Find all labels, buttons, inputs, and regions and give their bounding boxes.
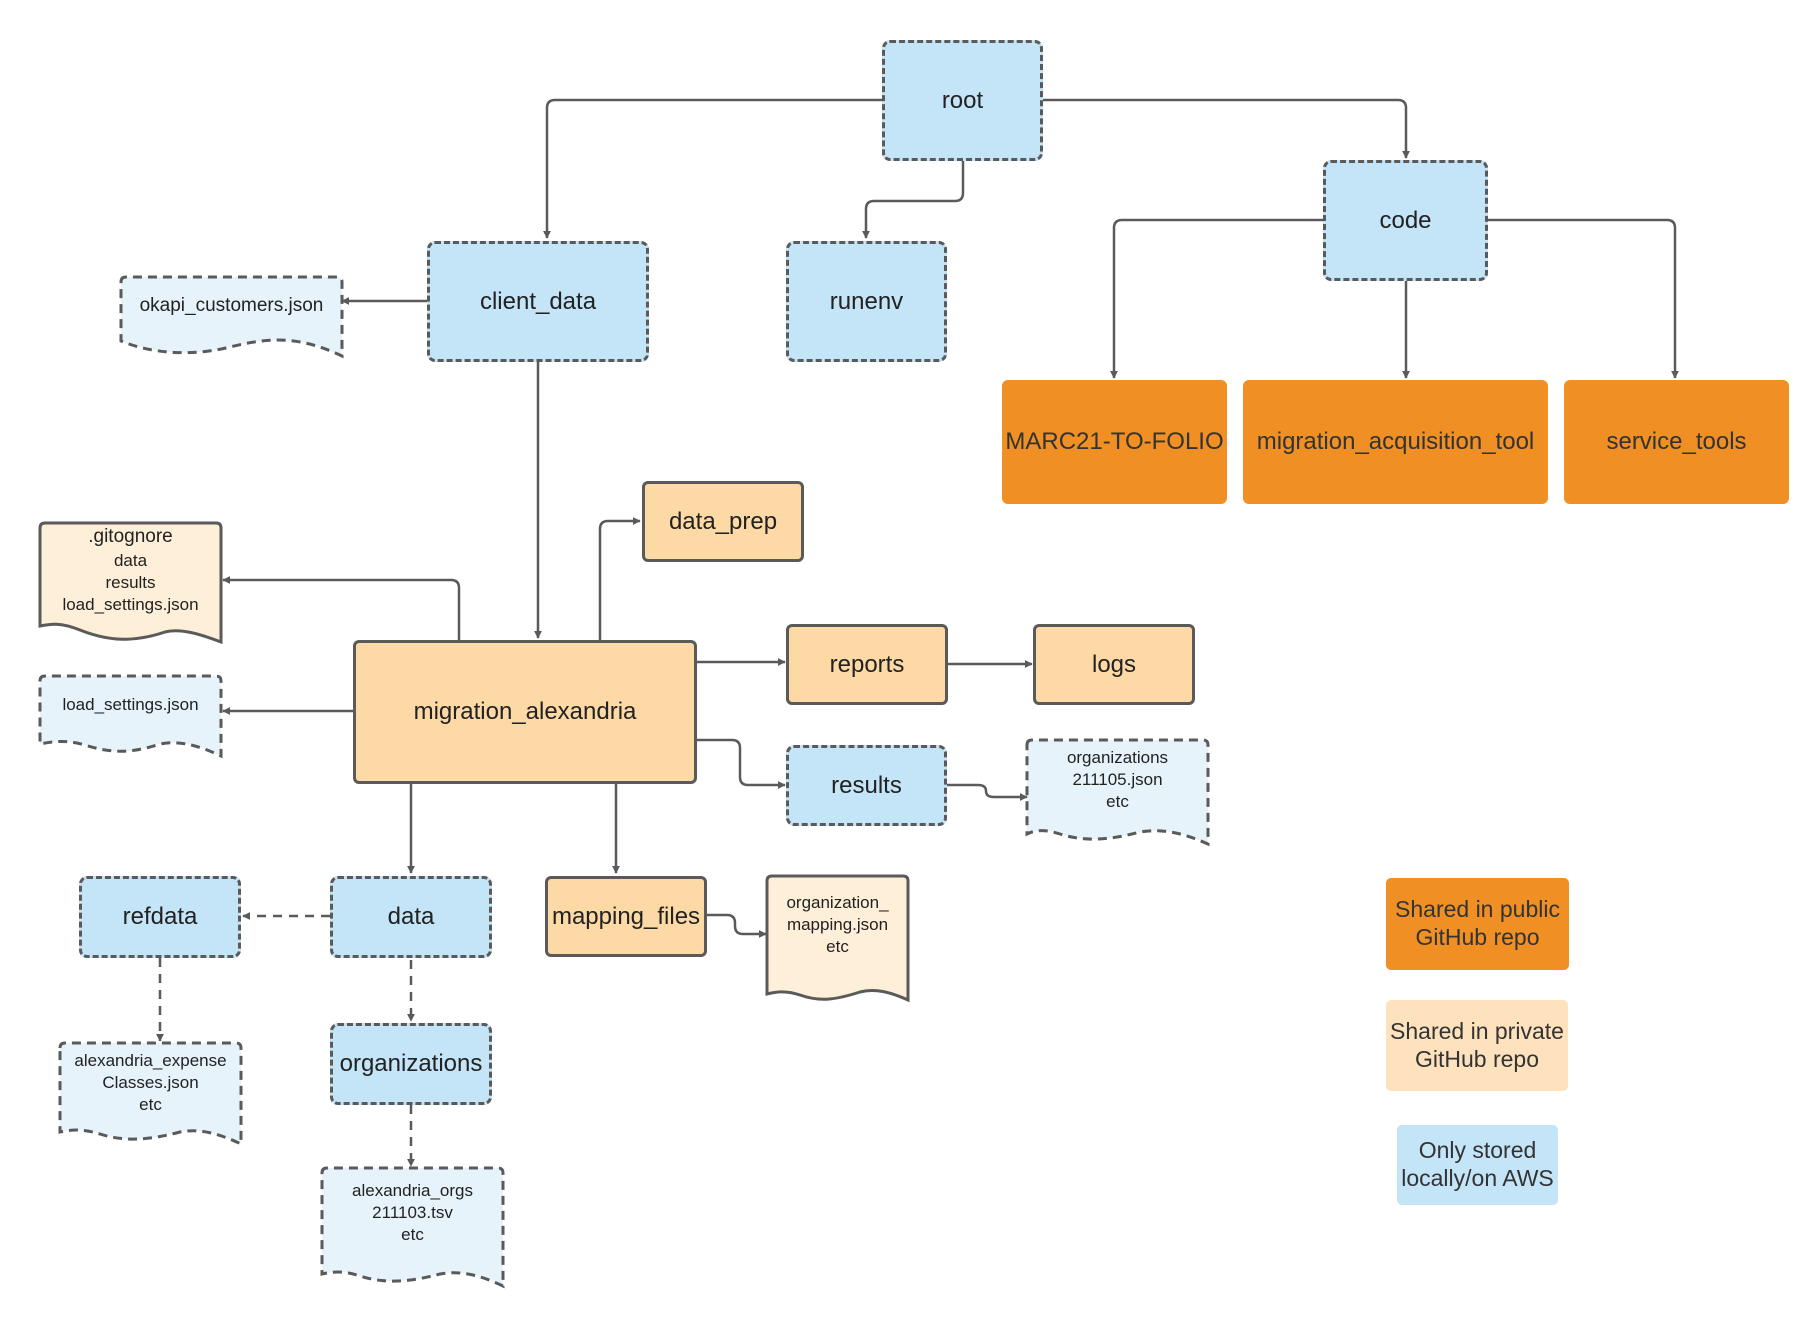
edge-migration-results bbox=[697, 738, 786, 789]
node-results-label: results bbox=[831, 771, 902, 799]
node-service-tools-label: service_tools bbox=[1606, 428, 1747, 456]
node-mapping-files-label: mapping_files bbox=[551, 902, 701, 930]
doc-results-files[interactable]: organizations 211105.json etc bbox=[1027, 747, 1208, 813]
doc-gitignore-line-2: data bbox=[113, 550, 148, 570]
node-reports-label: reports bbox=[829, 650, 905, 678]
node-organizations-label: organizations bbox=[339, 1050, 483, 1078]
node-migration-tool-label: migration_acquisition_tool bbox=[1256, 428, 1535, 456]
node-data-prep-label: data_prep bbox=[668, 507, 778, 535]
load-settings-doc-shape bbox=[38, 674, 223, 759]
node-root-label: root bbox=[941, 86, 984, 114]
doc-mapping-line-3: etc bbox=[826, 937, 849, 957]
node-client-data[interactable]: client_data bbox=[427, 241, 649, 362]
doc-orgs[interactable]: alexandria_orgs 211103.tsv etc bbox=[322, 1180, 503, 1246]
doc-mapping-line-2: mapping.json bbox=[786, 915, 889, 935]
mapping-doc-shape bbox=[765, 874, 910, 1003]
orgs-doc-shape bbox=[320, 1166, 505, 1289]
node-code[interactable]: code bbox=[1323, 160, 1488, 281]
node-marc21-to-folio[interactable]: MARC21-TO-FOLIO bbox=[1002, 380, 1227, 504]
gitignore-doc-shape bbox=[38, 521, 223, 645]
node-marc21-label: MARC21-TO-FOLIO bbox=[1005, 428, 1224, 456]
edge-code-marc21 bbox=[1110, 218, 1323, 379]
node-code-label: code bbox=[1379, 206, 1432, 234]
node-mapping-files[interactable]: mapping_files bbox=[545, 876, 707, 957]
doc-gitignore-line-4: load_settings.json bbox=[62, 594, 199, 614]
legend-private-label: Shared in private GitHub repo bbox=[1390, 1017, 1564, 1072]
legend-private: Shared in private GitHub repo bbox=[1386, 1000, 1568, 1091]
legend-public: Shared in public GitHub repo bbox=[1386, 878, 1569, 970]
edge-migration-data-prep bbox=[598, 517, 641, 640]
edge-code-service-tools bbox=[1488, 218, 1679, 379]
node-runenv[interactable]: runenv bbox=[786, 241, 947, 362]
connectors bbox=[156, 98, 1679, 1167]
doc-gitignore-line-1: .gitognore bbox=[88, 526, 173, 547]
doc-orgs-line-1: alexandria_orgs bbox=[352, 1181, 473, 1200]
doc-orgs-line-2: 211103.tsv bbox=[372, 1203, 453, 1223]
edge-migration-gitignore bbox=[222, 576, 461, 640]
node-migration-acquisition-tool[interactable]: migration_acquisition_tool bbox=[1243, 380, 1548, 504]
node-results[interactable]: results bbox=[786, 745, 947, 826]
doc-expense-line-2: Classes.json bbox=[102, 1073, 199, 1093]
node-data-label: data bbox=[387, 903, 435, 931]
results-files-doc-shape bbox=[1025, 738, 1210, 847]
legend-local-label: Only stored locally/on AWS bbox=[1401, 1137, 1554, 1191]
node-migration-alexandria[interactable]: migration_alexandria bbox=[353, 640, 697, 784]
node-runenv-label: runenv bbox=[829, 287, 904, 315]
doc-gitignore[interactable]: .gitognore data results load_settings.js… bbox=[40, 525, 221, 616]
edge-root-client-data bbox=[543, 98, 882, 239]
node-refdata-label: refdata bbox=[122, 903, 198, 931]
node-reports[interactable]: reports bbox=[786, 624, 948, 705]
doc-gitignore-line-3: results bbox=[105, 572, 156, 592]
legend-local: Only stored locally/on AWS bbox=[1397, 1125, 1558, 1205]
doc-expense-line-1: alexandria_expense bbox=[74, 1051, 227, 1070]
doc-mapping[interactable]: organization_ mapping.json etc bbox=[767, 892, 908, 958]
doc-mapping-line-1: organization_ bbox=[786, 893, 889, 912]
edge-mapping-doc bbox=[707, 913, 767, 938]
node-organizations[interactable]: organizations bbox=[330, 1023, 492, 1105]
doc-results-line-3: etc bbox=[1106, 792, 1129, 812]
doc-orgs-line-3: etc bbox=[401, 1225, 424, 1245]
node-logs-label: logs bbox=[1091, 650, 1137, 678]
doc-expense-line-3: etc bbox=[139, 1095, 162, 1115]
node-migration-alexandria-label: migration_alexandria bbox=[413, 698, 637, 726]
doc-load-settings[interactable]: load_settings.json bbox=[40, 694, 221, 716]
okapi-customers-doc-shape bbox=[119, 275, 344, 359]
node-logs[interactable]: logs bbox=[1033, 624, 1195, 705]
edge-root-code bbox=[1043, 98, 1410, 159]
doc-expense[interactable]: alexandria_expense Classes.json etc bbox=[60, 1050, 241, 1116]
doc-okapi-line-1: okapi_customers.json bbox=[139, 295, 324, 316]
edge-results-files bbox=[947, 783, 1028, 801]
node-data[interactable]: data bbox=[330, 876, 492, 958]
node-data-prep[interactable]: data_prep bbox=[642, 481, 804, 562]
edge-root-runenv bbox=[862, 161, 965, 239]
expense-doc-shape bbox=[58, 1041, 243, 1147]
node-service-tools[interactable]: service_tools bbox=[1564, 380, 1789, 504]
node-client-data-label: client_data bbox=[479, 287, 597, 315]
node-refdata[interactable]: refdata bbox=[79, 876, 241, 958]
legend-public-label: Shared in public GitHub repo bbox=[1395, 896, 1560, 950]
document-shapes bbox=[38, 275, 1210, 1289]
doc-okapi-customers[interactable]: okapi_customers.json bbox=[121, 294, 342, 319]
doc-results-line-2: 211105.json bbox=[1072, 770, 1163, 790]
doc-results-line-1: organizations bbox=[1066, 748, 1169, 767]
node-root[interactable]: root bbox=[882, 40, 1043, 161]
doc-load-settings-line-1: load_settings.json bbox=[62, 695, 199, 714]
